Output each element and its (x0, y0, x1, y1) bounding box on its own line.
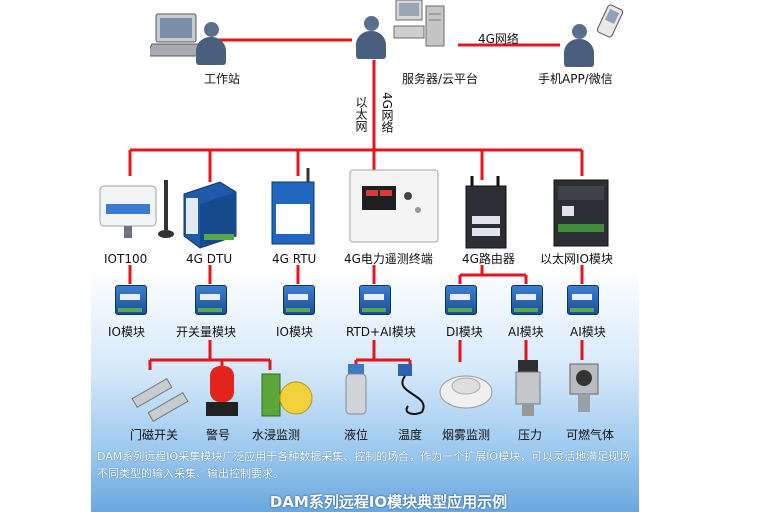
module-label-di: DI模块 (446, 325, 483, 339)
sensor-label-smoke: 烟雾监测 (442, 428, 491, 442)
vertical-ethernet-label: 以太网 (354, 96, 368, 132)
switch-module-icon (195, 285, 227, 315)
sensor-label-liquid-level: 液位 (344, 428, 369, 442)
rtd-ai-module-icon (359, 285, 391, 315)
device-label-4g-dtu: 4G DTU (186, 252, 233, 266)
sensor-label-pressure: 压力 (518, 428, 543, 442)
device-label-iot100: IOT100 (104, 252, 148, 266)
module-label-ai-1: AI模块 (508, 325, 544, 339)
device-label-4g-rtu: 4G RTU (272, 252, 317, 266)
module-label-io-2: IO模块 (276, 325, 313, 339)
mobile-label: 手机APP/微信 (538, 72, 613, 86)
mobile-phone-icon (596, 4, 624, 38)
water-leak-sensor-icon (261, 373, 313, 417)
server-label: 服务器/云平台 (402, 72, 479, 86)
4g-dtu-device-icon (183, 181, 237, 249)
smoke-detector-icon (439, 375, 493, 409)
ai-module-icon (511, 285, 543, 315)
ethernet-io-module-icon (553, 179, 609, 247)
workstation-user-icon (196, 22, 226, 66)
sensor-label-water-leak: 水浸监测 (252, 428, 301, 442)
module-label-switch: 开关量模块 (176, 325, 237, 339)
sensor-label-temperature: 温度 (398, 428, 423, 442)
io-module-icon (115, 285, 147, 315)
device-label-ethernet-io: 以太网IO模块 (540, 252, 613, 266)
gradient-background (91, 0, 639, 512)
mobile-user-icon (564, 24, 594, 68)
di-module-icon (445, 285, 477, 315)
sensor-label-combustible-gas: 可燃气体 (566, 428, 615, 442)
footer-title: DAM系列远程IO模块典型应用示例 (269, 493, 508, 511)
server-user-icon (356, 16, 386, 60)
combustible-gas-detector-icon (569, 363, 599, 412)
pressure-sensor-icon (515, 360, 541, 416)
vertical-4g-label: 4G网络 (380, 92, 394, 133)
sensor-label-siren: 警号 (206, 428, 231, 442)
temperature-sensor-icon (398, 364, 425, 415)
door-magnetic-switch-icon (131, 377, 189, 423)
workstation-label: 工作站 (204, 72, 241, 86)
server-computer-icon (393, 0, 445, 47)
module-label-ai-2: AI模块 (570, 325, 606, 339)
4g-rtu-device-icon (271, 168, 315, 245)
device-label-4g-power-terminal: 4G电力遥测终端 (344, 252, 433, 266)
io-module-icon (283, 285, 315, 315)
4g-router-device-icon (465, 176, 507, 249)
liquid-level-sensor-icon (345, 364, 367, 415)
4g-power-telemetry-terminal-icon (349, 169, 439, 243)
module-label-io-1: IO模块 (108, 325, 145, 339)
laptop-icon (150, 13, 206, 57)
alarm-siren-icon (206, 366, 238, 416)
module-label-rtd-ai: RTD+AI模块 (346, 325, 416, 339)
iot100-device-icon (99, 180, 174, 238)
description-text: DAM系列远程IO采集模块广泛应用于各种数据采集、控制的场合，作为一个扩展IO模… (97, 450, 631, 480)
link-4g-label: 4G网络 (478, 32, 519, 46)
device-label-4g-router: 4G路由器 (462, 252, 515, 266)
sensor-label-door-switch: 门磁开关 (130, 428, 179, 442)
ai-module-icon (567, 285, 599, 315)
